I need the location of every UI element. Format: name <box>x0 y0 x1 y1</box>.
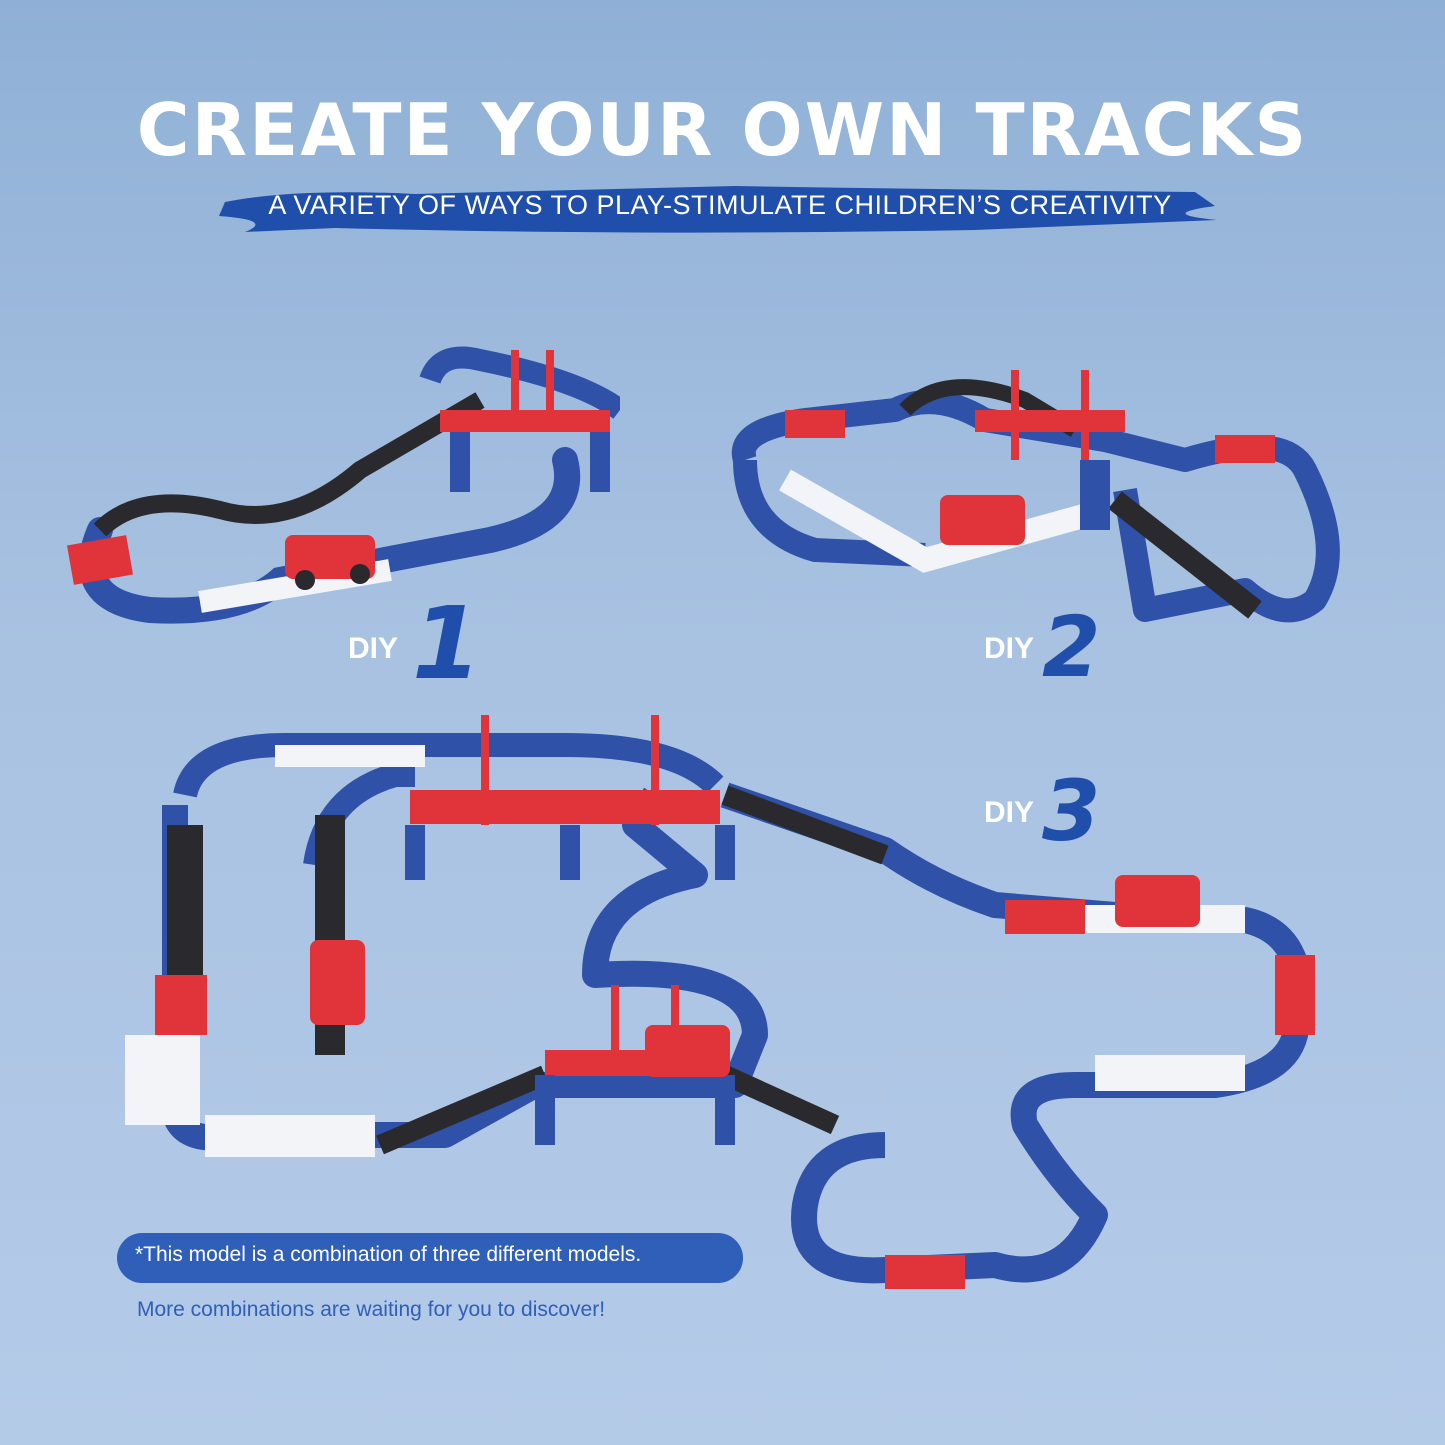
diy1-number: 1 <box>412 585 482 702</box>
diy3-label: DIY <box>984 796 1035 829</box>
page-title: CREATE YOUR OWN TRACKS <box>136 88 1309 172</box>
diy2-number: 2 <box>1042 598 1101 696</box>
diy1-label: DIY <box>348 632 399 665</box>
diy1-track-image <box>66 346 620 624</box>
diy3-track-image <box>125 715 1315 1289</box>
more-combinations-text: More combinations are waiting for you to… <box>137 1298 606 1321</box>
diy2-label: DIY <box>984 632 1035 665</box>
note-banner <box>117 1233 743 1283</box>
page-subtitle: A VARIETY OF WAYS TO PLAY-STIMULATE CHIL… <box>268 190 1172 220</box>
diy3-number: 3 <box>1042 762 1101 860</box>
diy2-track-image <box>731 370 1340 623</box>
brush-stroke <box>219 186 1217 233</box>
note-text: *This model is a combination of three di… <box>135 1243 642 1266</box>
